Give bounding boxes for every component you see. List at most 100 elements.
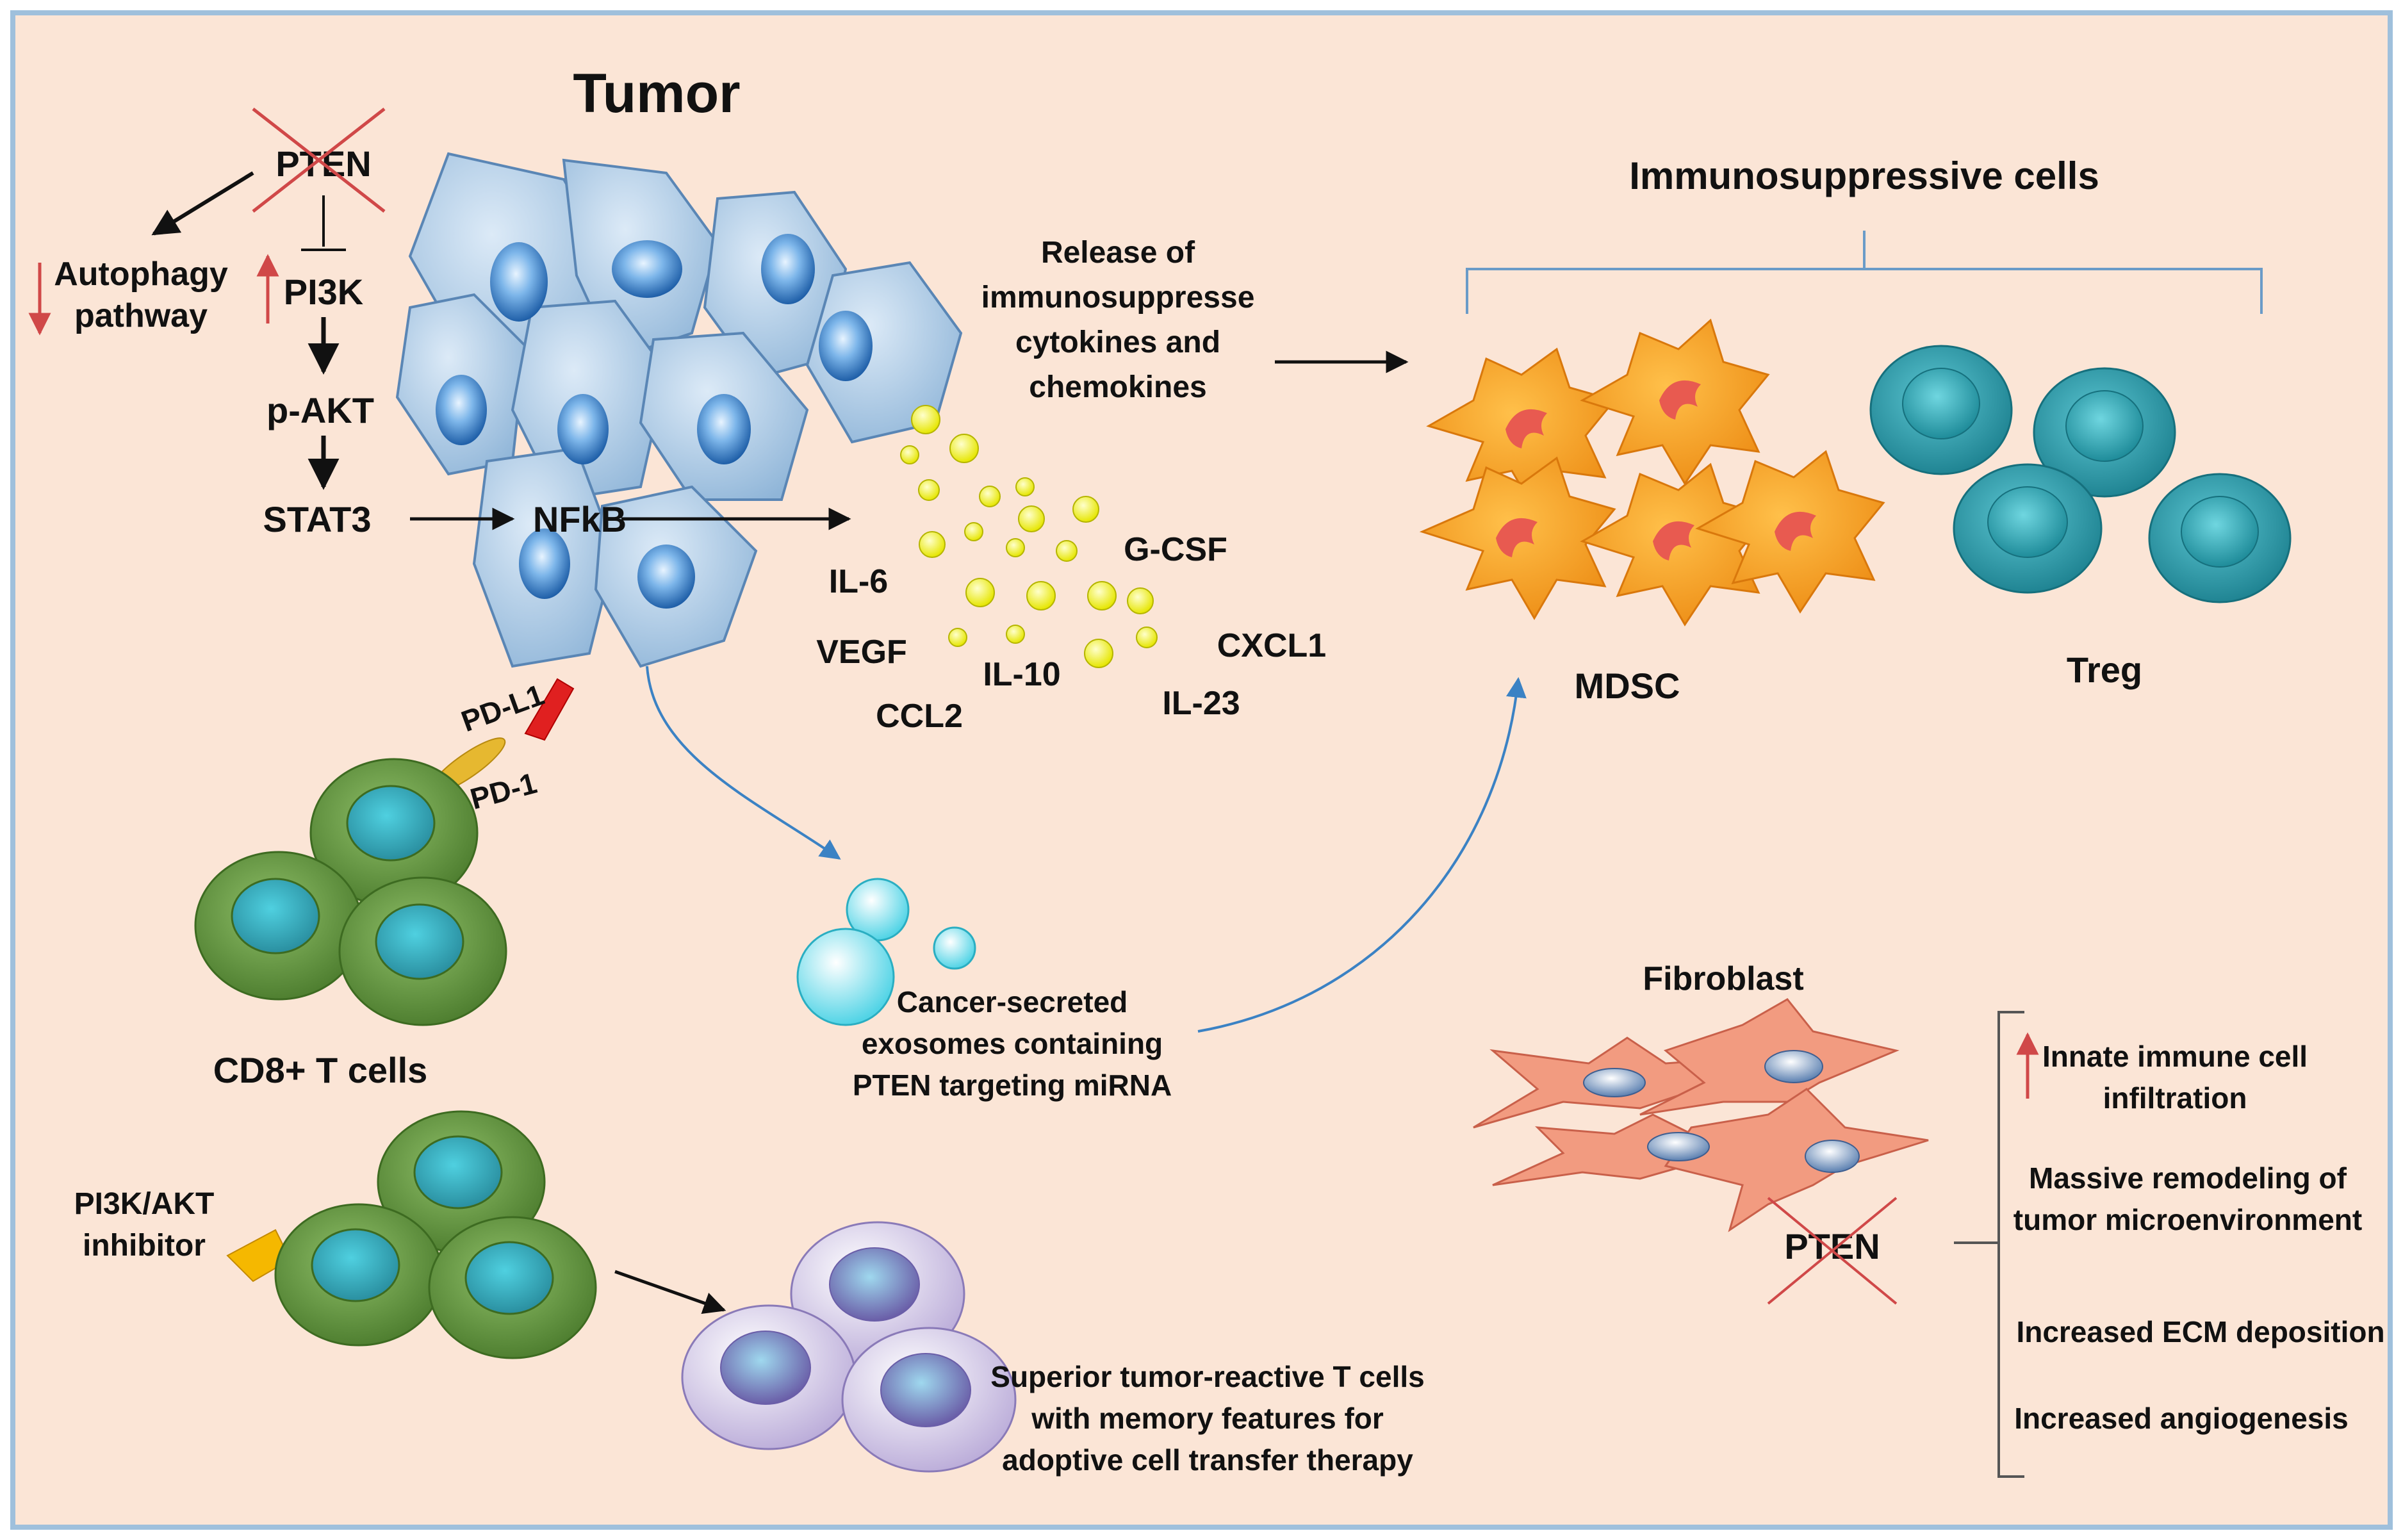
tumor-nucleus (436, 375, 487, 445)
cytokine-il10: IL-10 (983, 656, 1060, 693)
exosome-text-line: Cancer-secreted (897, 985, 1128, 1019)
treg-nucleus (1902, 368, 1980, 439)
mdsc-label: MDSC (1575, 666, 1680, 706)
inhibitor-text-line: inhibitor (83, 1229, 206, 1263)
memory-text-line: adoptive cell transfer therapy (1002, 1443, 1413, 1477)
cytokine-dot (1006, 625, 1025, 644)
nfkb-label: NFkB (533, 499, 627, 539)
treg-cluster (1869, 345, 2292, 603)
fibroblast-cluster (1473, 998, 1929, 1233)
mdsc-cluster (1419, 318, 1885, 627)
effect1-line: infiltration (2103, 1081, 2247, 1115)
fibroblast-pten-cross-line (1767, 1197, 1898, 1305)
cytokine-dot (965, 578, 995, 607)
cytokine-vegf: VEGF (816, 634, 907, 671)
exosome-to-mdsc-arrow (1197, 676, 1527, 1033)
release-line: Release of (1041, 236, 1195, 270)
memory-nucleus (880, 1353, 971, 1427)
stat3-label: STAT3 (263, 499, 371, 539)
effect3-line: Increased ECM deposition (2016, 1315, 2384, 1348)
cd8-label: CD8+ T cells (213, 1050, 428, 1090)
immunosuppressive-heading: Immunosuppressive cells (1629, 154, 2099, 197)
cd8-t-cell-cluster (194, 758, 507, 1026)
treated-to-memory-arrow (614, 1270, 726, 1315)
cytokine-dot (964, 522, 983, 541)
cytokine-particles (900, 405, 1158, 668)
treg-nucleus (1987, 486, 2068, 558)
cytokine-dot (900, 445, 919, 464)
cytokine-dot (1127, 587, 1154, 614)
effect1-line: Innate immune cell (2042, 1040, 2308, 1073)
tumor-nucleus (557, 394, 609, 464)
fibroblast-nucleus (1647, 1132, 1710, 1161)
cytokine-dot (911, 405, 940, 434)
cytokine-dot (1072, 496, 1099, 523)
exosome (796, 928, 895, 1026)
cytokine-dot (1084, 639, 1113, 668)
cytokine-dot (919, 531, 946, 558)
effect2-line: tumor microenvironment (2013, 1203, 2362, 1236)
tumor-nucleus (697, 394, 751, 464)
cd8-nucleus (464, 1241, 554, 1315)
cytokine-dot (1056, 540, 1078, 562)
pten-pathway: PTEN Autophagy pathway PI3K p-AKT STAT3 … (28, 108, 851, 539)
cd8-nucleus (413, 1135, 503, 1209)
cytokine-ccl2: CCL2 (876, 698, 963, 735)
exosome (933, 926, 976, 970)
pdl1-receptor (524, 678, 575, 741)
tumor-nucleus (819, 311, 873, 381)
tumor-to-exosome-arrow (646, 666, 841, 860)
cytokine-dot (1087, 581, 1117, 610)
cytokine-dot (1026, 581, 1056, 610)
release-line: chemokines (1029, 370, 1206, 404)
immunosuppressive-brace (1466, 231, 2263, 314)
release-line: immunosuppresse (981, 281, 1255, 315)
treg-label: Treg (2067, 650, 2142, 690)
mdsc-nucleus (1505, 409, 1547, 448)
cytokine-dot (1136, 627, 1158, 648)
cd8-nucleus (311, 1228, 400, 1302)
exosome-text-line: PTEN targeting miRNA (853, 1069, 1172, 1102)
fibroblast-label: Fibroblast (1643, 960, 1803, 997)
tumor-mass (395, 152, 963, 668)
memory-text-line: Superior tumor-reactive T cells (990, 1360, 1424, 1393)
memory-t-cell-cluster (681, 1221, 1017, 1473)
treg-nucleus (2065, 390, 2144, 462)
tumor-nucleus (519, 528, 570, 599)
memory-nucleus (829, 1247, 920, 1322)
tumor-nucleus (761, 234, 815, 304)
cd8-nucleus (375, 903, 464, 980)
cytokine-dot (979, 486, 1001, 507)
fibroblast-effects-brace (1954, 1011, 2024, 1478)
release-text: Release of immunosuppresse cytokines and… (981, 236, 1255, 404)
fibroblast-cell (1639, 998, 1899, 1116)
mdsc-nucleus (1659, 380, 1701, 420)
release-line: cytokines and (1015, 325, 1220, 359)
pakt-label: p-AKT (267, 390, 374, 430)
fibroblast-nucleus (1805, 1140, 1860, 1173)
effect4-line: Increased angiogenesis (2014, 1402, 2349, 1435)
cytokine-labels: IL-6 VEGF CCL2 IL-10 G-CSF CXCL1 IL-23 (816, 531, 1326, 735)
cytokine-dot (918, 479, 940, 501)
cd8-nucleus (231, 878, 320, 954)
cytokine-il23: IL-23 (1162, 685, 1240, 722)
pten-cross-line (252, 108, 386, 213)
memory-text-line: with memory features for (1031, 1402, 1384, 1435)
inhibitor-text-line: PI3K/AKT (74, 1187, 215, 1221)
pi3k-label: PI3K (284, 272, 364, 312)
tumor-title: Tumor (573, 63, 740, 124)
cytokine-dot (1018, 505, 1045, 532)
autophagy-label-line1: Autophagy (54, 256, 228, 293)
tumor-nucleus (490, 242, 548, 322)
cytokine-il6: IL-6 (829, 563, 888, 600)
mdsc-nucleus (1653, 521, 1694, 561)
cytokine-dot (1015, 477, 1035, 496)
exosome-text-line: exosomes containing (862, 1027, 1163, 1060)
fibroblast-pten-label: PTEN (1784, 1226, 1880, 1266)
autophagy-label-line2: pathway (74, 297, 208, 334)
mdsc-nucleus (1496, 518, 1538, 557)
cytokine-gcsf: G-CSF (1124, 531, 1227, 568)
treg-nucleus (2181, 496, 2259, 568)
mdsc-nucleus (1775, 511, 1816, 551)
